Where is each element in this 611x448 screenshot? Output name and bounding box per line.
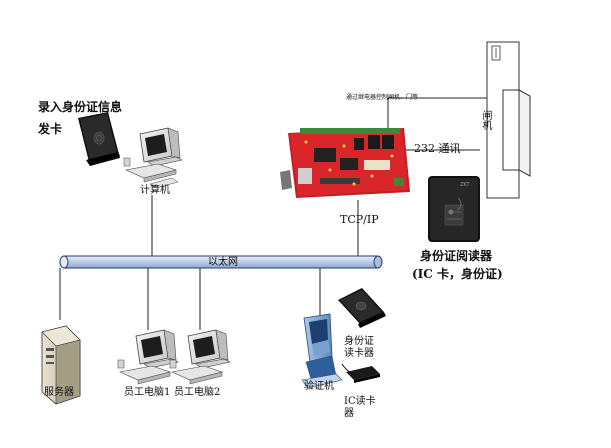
computer-icon <box>123 127 183 189</box>
label-tcpip: TCP/IP <box>340 213 379 226</box>
svg-text:ZKT: ZKT <box>460 182 470 188</box>
staff-pc2-computer-icon <box>169 329 231 385</box>
label-server: 服务器 <box>44 387 74 398</box>
label-computer: 计算机 <box>140 185 170 196</box>
kiosk-icon <box>301 313 343 389</box>
label-id-card-reader: 身份证读卡器 <box>344 336 374 359</box>
staff-pc1-computer-icon <box>117 329 179 385</box>
label-enroll-card: 录入身份证信息 <box>38 100 123 114</box>
label-id-reader-types: (IC 卡，身份证) <box>412 267 503 281</box>
id-reader-icon: ZKT <box>428 176 480 242</box>
label-rs232: 232 通讯 <box>414 142 461 155</box>
turnstile-icon <box>486 41 531 199</box>
label-issue-card: 发卡 <box>38 122 63 136</box>
small-card-reader-icon <box>338 288 386 328</box>
label-turnstile-control: 通过继电器控制闸机、门等 <box>346 94 419 101</box>
server-icon <box>41 325 81 405</box>
controller-board-icon <box>280 128 410 198</box>
label-ethernet: 以太网 <box>208 257 238 268</box>
card-reader-icon <box>78 112 120 166</box>
connection-lines <box>59 97 487 330</box>
ethernet-bus <box>59 255 383 269</box>
label-staff-pc2: 员工电脑2 <box>174 387 221 398</box>
label-staff-pc1: 员工电脑1 <box>124 387 171 398</box>
label-gate: 闸机 <box>480 110 491 130</box>
label-id-reader: 身份证阅读器 <box>420 249 493 263</box>
ic-reader-icon <box>341 363 380 383</box>
label-kiosk: 验证机 <box>304 381 334 392</box>
label-ic-reader: IC读卡器 <box>344 396 376 419</box>
